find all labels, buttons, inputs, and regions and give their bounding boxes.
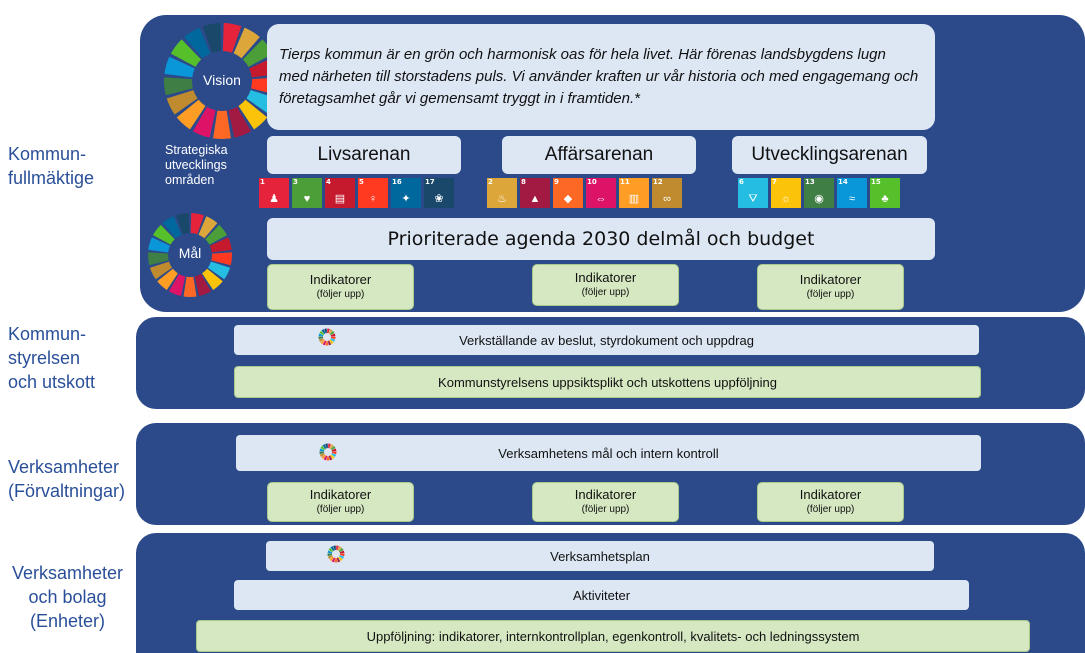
sdg-wheel-vision-icon [164,23,280,139]
arena-affarsarenan: Affärsarenan [502,136,696,174]
en-row-3: Uppföljning: indikatorer, internkontroll… [196,620,1030,652]
sdg-goal-12-icon: 12∞ [652,178,682,208]
arena-utvecklingsarenan: Utvecklingsarenan [732,136,927,174]
sdg-goal-3-icon: 3♥ [292,178,322,208]
label-kommunfullmaktige: Kommun- fullmäktige [8,144,95,188]
sdg-goal-1-icon: 1♟ [259,178,289,208]
indicator-title: Indikatorer [309,272,372,287]
indicator-sub: (följer upp) [806,504,855,515]
indicator-sub: (följer upp) [581,504,630,515]
indicator-title: Indikatorer [799,272,862,287]
sdg-goal-4-icon: 4▤ [325,178,355,208]
sdg-goal-14-icon: 14≈ [837,178,867,208]
sdg-goal-11-icon: 11▥ [619,178,649,208]
sdg-goal-7-icon: 7☼ [771,178,801,208]
sdg-icons-affarsarenan: 2♨8▲9◆10⇔11▥12∞ [487,177,707,209]
vision-text: Tierps kommun är en grön och harmonisk o… [279,46,919,107]
priority-box: Prioriterade agenda 2030 delmål och budg… [267,218,935,260]
indicator-title: Indikatorer [574,270,637,285]
vision-wheel-label: Vision [203,72,241,88]
sdg-goal-8-icon: 8▲ [520,178,550,208]
indicator-sub: (följer upp) [806,289,855,300]
en-row-1: Verksamhetsplan [266,541,934,571]
sdg-icons-utvecklingsarenan: 6⛛7☼13◉14≈15♣ [738,177,928,209]
indicator-box: Indikatorer (följer upp) [757,264,904,310]
strategic-label: Strategiska utvecklings områden [165,143,228,187]
sdg-icons-livsarenan: 1♟3♥4▤5♀16✦17❀ [259,177,459,209]
indicator-box: Indikatorer (följer upp) [532,264,679,306]
indicator-title: Indikatorer [309,487,372,502]
vision-text-box: Tierps kommun är en grön och harmonisk o… [267,24,935,130]
sdg-goal-9-icon: 9◆ [553,178,583,208]
indicator-box: Indikatorer (följer upp) [267,264,414,310]
indicator-box: Indikatorer (följer upp) [532,482,679,522]
indicator-title: Indikatorer [799,487,862,502]
sdg-goal-13-icon: 13◉ [804,178,834,208]
sdg-wheel-goal-icon [148,213,232,297]
sdg-goal-15-icon: 15♣ [870,178,900,208]
sdg-goal-17-icon: 17❀ [424,178,454,208]
ks-row-2: Kommunstyrelsens uppsiktsplikt och utsko… [234,366,981,398]
label-verksamheter: Verksamheter (Förvaltningar) [8,457,126,501]
arena-livsarenan: Livsarenan [267,136,461,174]
indicator-title: Indikatorer [574,487,637,502]
ks-row-1: Verkställande av beslut, styrdokument oc… [234,325,979,355]
vh-row-1: Verksamhetens mål och intern kontroll [236,435,981,471]
sdg-wheel-small-icon [318,328,336,346]
sdg-wheel-small-icon [327,545,345,563]
indicator-sub: (följer upp) [316,504,365,515]
sdg-goal-2-icon: 2♨ [487,178,517,208]
sdg-goal-16-icon: 16✦ [391,178,421,208]
sdg-goal-6-icon: 6⛛ [738,178,768,208]
label-enheter: Verksamheter och bolag (Enheter) [12,563,124,631]
indicator-sub: (följer upp) [581,287,630,298]
goal-wheel-label: Mål [178,245,202,261]
label-kommunstyrelsen: Kommun- styrelsen och utskott [8,324,96,392]
sdg-goal-5-icon: 5♀ [358,178,388,208]
indicator-box: Indikatorer (följer upp) [267,482,414,522]
indicator-box: Indikatorer (följer upp) [757,482,904,522]
indicator-sub: (följer upp) [316,289,365,300]
sdg-goal-10-icon: 10⇔ [586,178,616,208]
sdg-wheel-small-icon [319,443,337,461]
en-row-2: Aktiviteter [234,580,969,610]
